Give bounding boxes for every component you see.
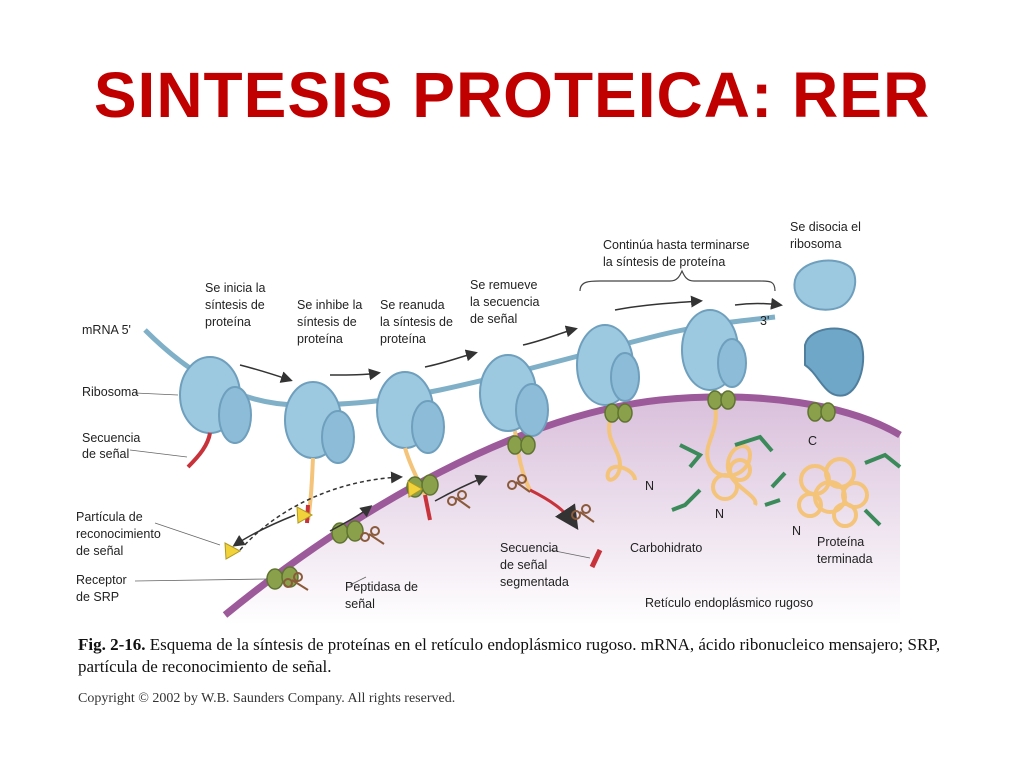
scissors-icons: [283, 474, 595, 591]
label-c: C: [808, 434, 817, 448]
label-n1: N: [645, 479, 654, 493]
step-inicia-3: proteína: [205, 315, 251, 329]
label-segmentada-1: Secuencia: [500, 541, 558, 555]
ribosome-6: [681, 309, 747, 391]
step-remueve-1: Se remueve: [470, 278, 537, 292]
step-continua-2: la síntesis de proteína: [603, 255, 725, 269]
step-disocia-1: Se disocia el: [790, 220, 861, 234]
step-inhibe-2: síntesis de: [297, 315, 357, 329]
label-mrna3: 3': [760, 314, 769, 328]
label-secuencia-2: de señal: [82, 447, 129, 461]
ribosome-3: [376, 371, 445, 454]
label-srp-2: reconocimiento: [76, 527, 161, 541]
step-continua-1: Continúa hasta terminarse: [603, 238, 750, 252]
signal-sequence-1: [186, 432, 212, 469]
label-segmentada-2: de señal: [500, 558, 547, 572]
step-disocia-2: ribosoma: [790, 237, 841, 251]
label-srp-1: Partícula de: [76, 510, 143, 524]
signal-sequence-3: [423, 494, 432, 521]
ribosome-4: [479, 354, 549, 437]
label-secuencia-1: Secuencia: [82, 431, 140, 445]
step-remueve-2: la secuencia: [470, 295, 540, 309]
label-peptidasa-2: señal: [345, 597, 375, 611]
figure-number: Fig. 2-16.: [78, 635, 146, 654]
protein-synthesis-diagram: mRNA 5' 3' Ribosoma Secuencia de señal P…: [76, 220, 902, 625]
bracket: [579, 269, 776, 292]
figure-caption: Fig. 2-16. Esquema de la síntesis de pro…: [78, 634, 958, 678]
step-reanuda-3: proteína: [380, 332, 426, 346]
step-remueve-3: de señal: [470, 312, 517, 326]
protein-folded: [797, 457, 869, 528]
protein-coil-6: [705, 404, 758, 506]
slide-title: SINTESIS PROTEICA: RER: [93, 59, 931, 131]
label-peptidasa-1: Peptidasa de: [345, 580, 418, 594]
step-inhibe-3: proteína: [297, 332, 343, 346]
label-n2: N: [715, 507, 724, 521]
protein-chain-5: [605, 419, 637, 482]
label-segmentada-3: segmentada: [500, 575, 569, 589]
label-reticulo: Retículo endoplásmico rugoso: [645, 596, 813, 610]
carbohydrate-chains: [671, 434, 902, 527]
label-receptor-1: Receptor: [76, 573, 127, 587]
cleaved-signal-path: [529, 488, 579, 530]
figure-caption-text: Esquema de la síntesis de proteínas en e…: [78, 635, 941, 676]
label-srp-3: de señal: [76, 544, 123, 558]
step-reanuda-1: Se reanuda: [380, 298, 445, 312]
step-inicia-1: Se inicia la: [205, 281, 265, 295]
srp-receptors: [266, 390, 836, 590]
label-carbohidrato: Carbohidrato: [630, 541, 702, 555]
cleaved-signal-sequence: [589, 548, 603, 569]
leader-lines: [129, 392, 591, 586]
copyright-notice: Copyright © 2002 by W.B. Saunders Compan…: [78, 691, 456, 706]
step-inhibe-1: Se inhibe la: [297, 298, 362, 312]
step-reanuda-2: la síntesis de: [380, 315, 453, 329]
label-mrna5: mRNA 5': [82, 323, 131, 337]
label-receptor-2: de SRP: [76, 590, 119, 604]
step-arrows: [232, 295, 783, 551]
ribosome-dissociated: [793, 259, 865, 397]
srp-particles: [224, 480, 423, 560]
label-terminada-1: Proteína: [817, 535, 864, 549]
step-inicia-2: síntesis de: [205, 298, 265, 312]
label-terminada-2: terminada: [817, 552, 873, 566]
ribosome-1: [179, 356, 252, 444]
label-n3: N: [792, 524, 801, 538]
ribosome-2: [284, 381, 355, 464]
ribosome-5: [576, 324, 640, 406]
label-ribosoma: Ribosoma: [82, 385, 138, 399]
